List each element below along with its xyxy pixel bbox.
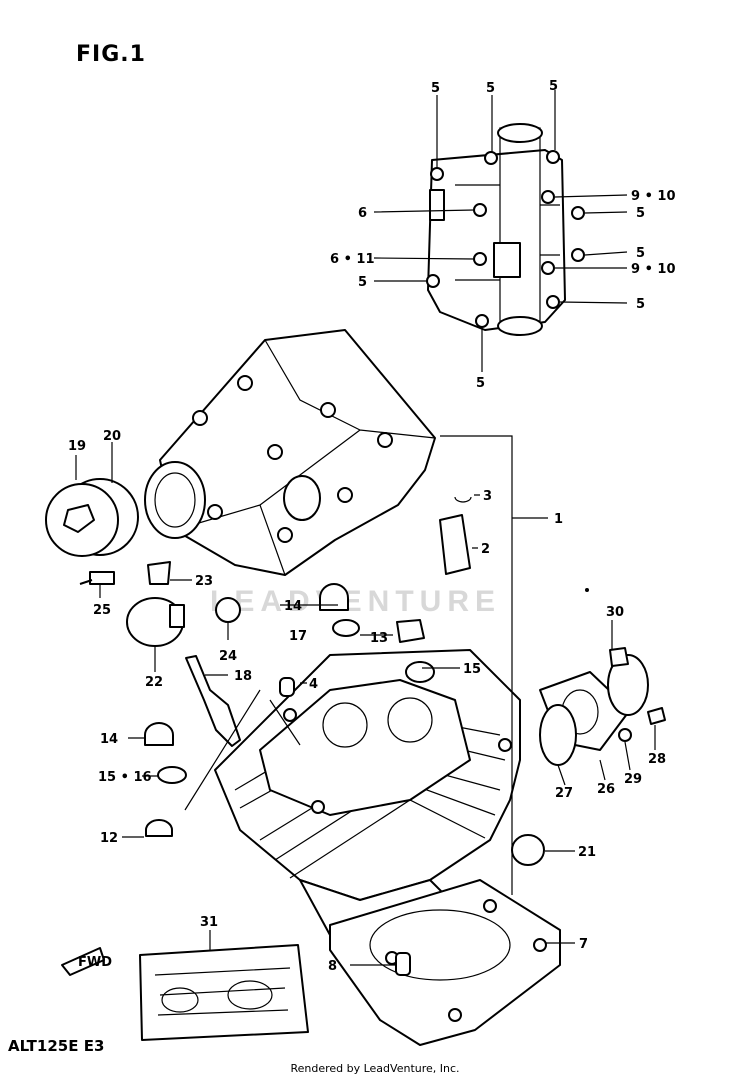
- callout-25: 25: [93, 603, 111, 618]
- callout-20: 20: [103, 429, 121, 444]
- callout-30: 30: [606, 605, 624, 620]
- head-cover-top-view: [426, 123, 585, 336]
- callout-5: 5: [486, 81, 495, 96]
- callout-12: 12: [100, 831, 118, 846]
- callout-19: 19: [68, 439, 86, 454]
- callout-22: 22: [145, 675, 163, 690]
- right-parts: [319, 496, 666, 866]
- callout-18: 18: [234, 669, 252, 684]
- callout-4: 4: [309, 677, 318, 692]
- callout-5: 5: [549, 79, 558, 94]
- callout-15-16: 15 • 16: [98, 770, 152, 785]
- leader-lines: [75, 90, 656, 966]
- callout-5: 5: [431, 81, 440, 96]
- callout-14: 14: [284, 599, 302, 614]
- callout-3: 3: [483, 489, 492, 504]
- watermark: LEADVENTURE: [210, 585, 502, 618]
- callout-21: 21: [578, 845, 596, 860]
- callout-28: 28: [648, 752, 666, 767]
- cylinder-base: [299, 879, 561, 1046]
- callout-2: 2: [481, 542, 490, 557]
- callout-6-11: 6 • 11: [330, 252, 375, 267]
- callout-5: 5: [636, 206, 645, 221]
- fwd-label: FWD: [78, 955, 112, 970]
- forward-arrow: FWD: [61, 947, 112, 976]
- callout-9-10: 9 • 10: [631, 262, 676, 277]
- callout-31: 31: [200, 915, 218, 930]
- callout-15: 15: [463, 662, 481, 677]
- callout-5: 5: [358, 275, 367, 290]
- callout-8: 8: [328, 959, 337, 974]
- callout-labels: 5 5 5 6 6 • 11 5 9 • 10 5 5 9 • 10 5 5 1…: [68, 79, 676, 974]
- cylinder-head: [214, 649, 521, 901]
- callout-29: 29: [624, 772, 642, 787]
- left-parts: [45, 478, 241, 837]
- callout-1: 1: [554, 512, 563, 527]
- callout-9-10: 9 • 10: [631, 189, 676, 204]
- footer-credit: Rendered by LeadVenture, Inc.: [290, 1062, 460, 1075]
- callout-7: 7: [579, 937, 588, 952]
- model-code: ALT125E E3: [8, 1037, 105, 1055]
- callout-14: 14: [100, 732, 118, 747]
- callout-5: 5: [476, 376, 485, 391]
- figure-title: FIG.1: [76, 42, 146, 67]
- stray-dot: [585, 588, 589, 592]
- head-cover-isometric: [144, 329, 436, 576]
- callout-23: 23: [195, 574, 213, 589]
- callout-13: 13: [370, 631, 388, 646]
- callout-6: 6: [358, 206, 367, 221]
- callout-5: 5: [636, 297, 645, 312]
- gasket-set-31: [139, 944, 309, 1041]
- callout-5: 5: [636, 246, 645, 261]
- callout-24: 24: [219, 649, 237, 664]
- callout-27: 27: [555, 786, 573, 801]
- callout-26: 26: [597, 782, 615, 797]
- callout-17: 17: [289, 629, 307, 644]
